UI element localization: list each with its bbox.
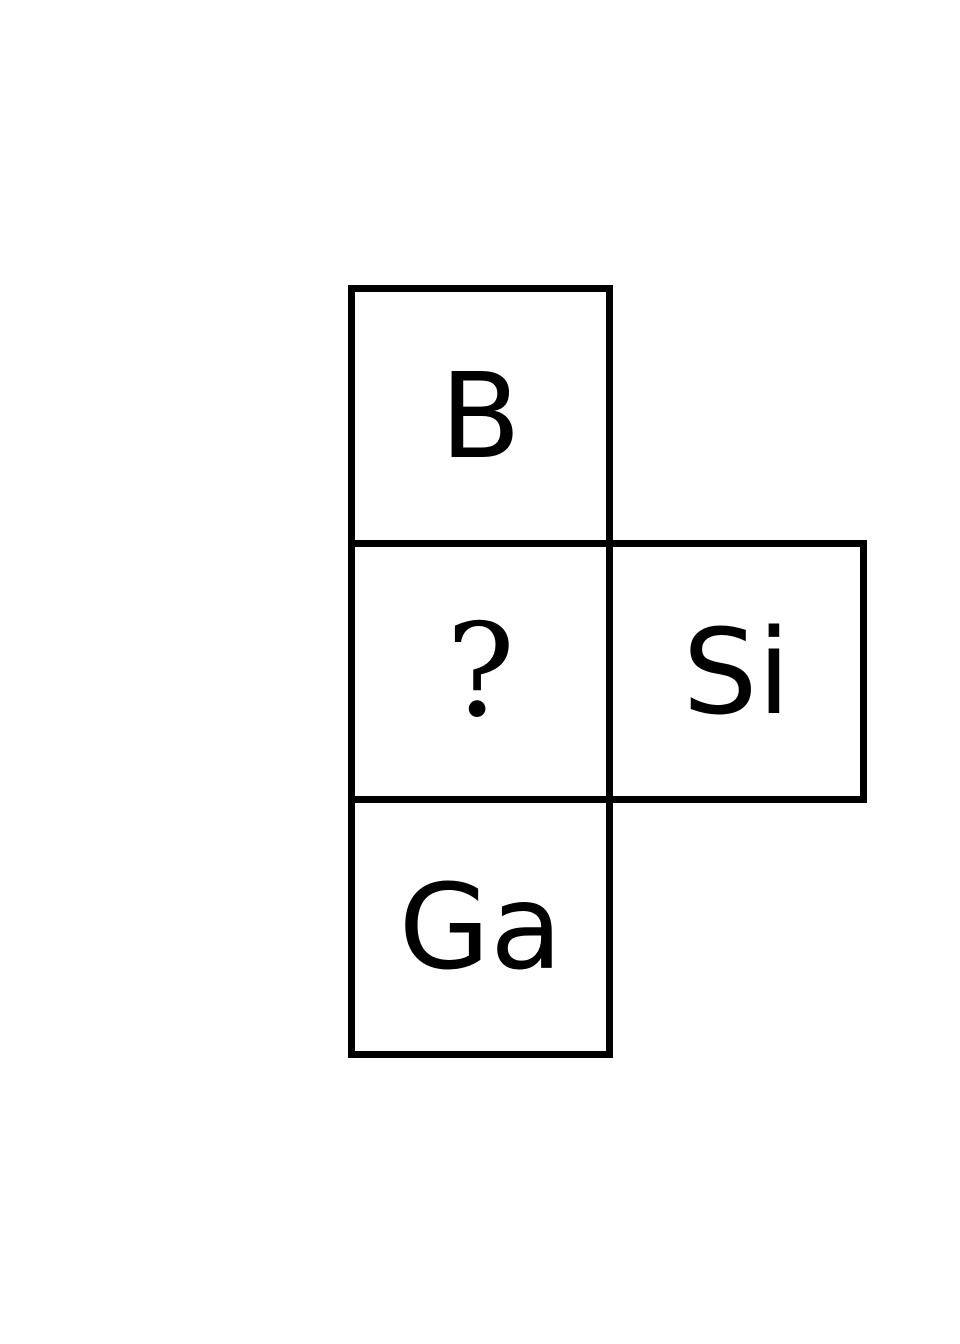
- cell-middle: ?: [348, 540, 613, 803]
- cell-top-label: B: [440, 347, 521, 485]
- cell-right-label: Si: [682, 602, 791, 741]
- cell-bottom: Ga: [348, 796, 613, 1058]
- cell-top: B: [348, 285, 613, 547]
- cell-bottom-label: Ga: [398, 858, 563, 996]
- cell-middle-label: ?: [446, 596, 515, 746]
- cell-right: Si: [606, 540, 867, 803]
